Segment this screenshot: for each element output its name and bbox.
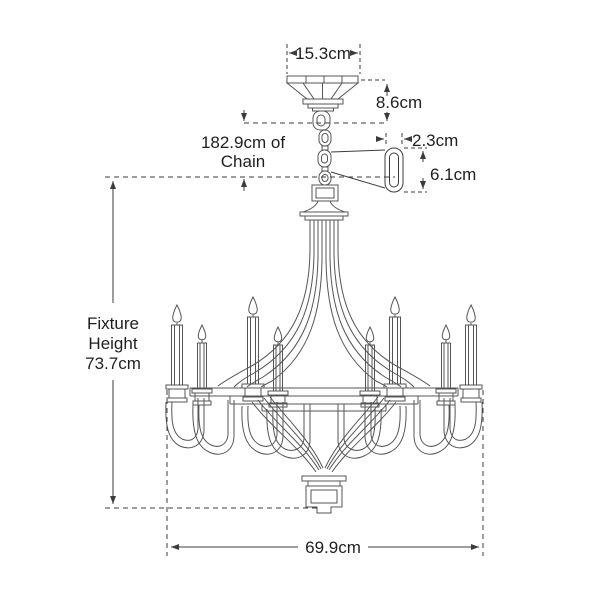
canopy-width-label: 15.3cm bbox=[295, 44, 351, 63]
candle-arm bbox=[192, 400, 235, 455]
candle-arm bbox=[266, 404, 311, 459]
chandelier-drawing bbox=[165, 75, 483, 514]
candle-arm bbox=[165, 398, 205, 449]
chain-link-width-label: 2.3cm bbox=[412, 131, 458, 150]
canopy-height-label: 8.6cm bbox=[376, 93, 422, 112]
chain-link-height-label: 6.1cm bbox=[430, 165, 476, 184]
chain-link bbox=[318, 129, 332, 147]
dimension-annotations: 15.3cm 8.6cm 182.9cm of Chain bbox=[85, 44, 484, 557]
canopy bbox=[285, 75, 360, 112]
fixture-height-dimension: Fixture Height 73.7cm bbox=[85, 181, 318, 509]
fixture-height-label-line2: Height bbox=[88, 334, 137, 353]
chain-link bbox=[318, 170, 332, 186]
chain-length-label-line2: Chain bbox=[221, 152, 265, 171]
fixture-width-dimension: 69.9cm bbox=[166, 390, 484, 557]
candle bbox=[241, 295, 265, 402]
chain-link-detail: 2.3cm 6.1cm bbox=[330, 131, 476, 193]
chain bbox=[312, 110, 332, 186]
stem bbox=[299, 184, 349, 221]
canopy-height-dimension: 8.6cm bbox=[361, 79, 422, 121]
chain-link bbox=[317, 149, 332, 168]
fixture-height-label-line3: 73.7cm bbox=[85, 354, 141, 373]
chain-length-dimension: 182.9cm of Chain bbox=[105, 110, 395, 191]
right-half-arms-candles bbox=[324, 219, 483, 473]
canopy-width-dimension: 15.3cm bbox=[286, 44, 361, 74]
center-band bbox=[189, 387, 459, 412]
chain-length-label-line1: 182.9cm of bbox=[201, 133, 285, 152]
left-half-arms-candles bbox=[165, 220, 324, 473]
fixture-height-label-line1: Fixture bbox=[87, 314, 139, 333]
fixture-width-label: 69.9cm bbox=[305, 538, 361, 557]
candle bbox=[267, 325, 289, 408]
finial bbox=[301, 475, 347, 514]
candle bbox=[191, 323, 213, 406]
candle bbox=[165, 303, 189, 403]
